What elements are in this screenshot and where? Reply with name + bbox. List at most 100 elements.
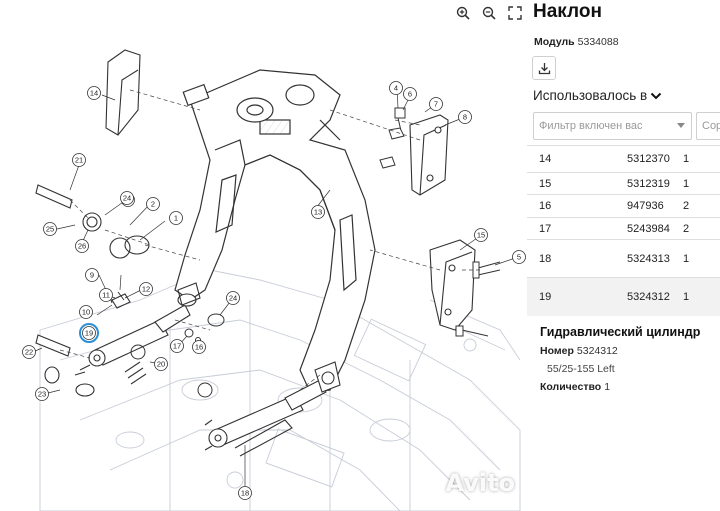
callout-circle — [192, 340, 206, 354]
parts-table: 14 5312370 1 15 5312319 1 16 947936 2 17… — [527, 145, 720, 316]
diagram-toolbar — [453, 2, 525, 24]
row-quantity: 1 — [677, 277, 720, 316]
callout-21[interactable]: 21 — [72, 153, 86, 167]
callout-circle — [139, 282, 153, 296]
callout-label: 17 — [173, 342, 181, 351]
callout-circle — [389, 81, 403, 95]
callout-circle — [120, 191, 134, 205]
page-title: Наклон — [533, 1, 602, 22]
sort-placeholder: Сор — [702, 120, 720, 132]
callout-23[interactable]: 23 — [35, 387, 49, 401]
part-qty-label: Количество — [540, 381, 602, 393]
callout-label: 21 — [75, 156, 83, 165]
callout-label: 14 — [90, 89, 98, 98]
callout-circle — [169, 211, 183, 225]
callout-25[interactable]: 25 — [43, 222, 57, 236]
callout-label: 15 — [477, 231, 485, 240]
part-number-value: 5324312 — [576, 345, 618, 357]
parts-diagram[interactable]: 1234567891011121314151617181920212223242… — [0, 0, 527, 511]
exploded-view-drawing: 1234567891011121314151617181920212223242… — [22, 49, 526, 511]
callout-circle — [474, 228, 488, 242]
side-plates — [105, 49, 476, 331]
callout-22[interactable]: 22 — [22, 345, 36, 359]
callout-11[interactable]: 11 — [99, 288, 113, 302]
callout-circle — [43, 222, 57, 236]
callout-8[interactable]: 8 — [458, 110, 472, 124]
table-row[interactable]: 15 5312319 1 — [527, 172, 720, 195]
callout-12[interactable]: 12 — [139, 282, 153, 296]
part-description: 55/25-155 Left — [547, 363, 615, 375]
callout-7[interactable]: 7 — [429, 97, 443, 111]
callout-label: 6 — [408, 90, 412, 99]
fullscreen-button[interactable] — [505, 3, 525, 23]
callout-label: 9 — [90, 271, 94, 280]
part-detail-title: Гидравлический цилиндр — [540, 325, 701, 339]
row-position: 15 — [527, 172, 627, 195]
callout-16[interactable]: 16 — [192, 340, 206, 354]
callout-6[interactable]: 6 — [403, 87, 417, 101]
assembly-leader-lines — [59, 89, 480, 391]
callout-label: 7 — [434, 100, 438, 109]
table-row[interactable]: 17 5243984 2 — [527, 217, 720, 240]
callout-circle — [87, 86, 101, 100]
row-position: 18 — [527, 239, 627, 278]
hardware-bolts — [107, 107, 501, 398]
callout-15[interactable]: 15 — [474, 228, 488, 242]
callout-26[interactable]: 26 — [75, 239, 89, 253]
callout-4[interactable]: 4 — [389, 81, 403, 95]
callout-circle — [403, 87, 417, 101]
row-quantity: 1 — [677, 145, 720, 173]
callout-9[interactable]: 9 — [85, 268, 99, 282]
callout-20[interactable]: 20 — [154, 357, 168, 371]
filter-placeholder: Фильтр включен вас — [539, 120, 643, 132]
filter-select[interactable]: Фильтр включен вас — [533, 112, 692, 140]
table-row[interactable]: 18 5324313 1 — [527, 239, 720, 278]
callout-circle — [22, 345, 36, 359]
callout-label: 23 — [38, 390, 46, 399]
callout-label: 12 — [142, 285, 150, 294]
zoom-out-button[interactable] — [479, 3, 499, 23]
row-part-number: 947936 — [627, 194, 677, 218]
tilt-arm-part-13 — [174, 69, 376, 393]
callout-label: 4 — [394, 84, 398, 93]
zoom-in-button[interactable] — [453, 3, 473, 23]
callout-label: 1 — [174, 214, 178, 223]
callout-label: 2 — [151, 200, 155, 209]
callout-10[interactable]: 10 — [79, 305, 93, 319]
callout-circle — [99, 288, 113, 302]
row-part-number: 5324313 — [627, 239, 677, 278]
callout-5[interactable]: 5 — [512, 250, 526, 264]
zoom-in-icon — [456, 6, 470, 20]
callout-label: 19 — [85, 329, 93, 338]
avito-logo-icon — [417, 473, 439, 493]
callout-24[interactable]: 24 — [226, 291, 240, 305]
table-row-selected[interactable]: 19 5324312 1 — [527, 277, 720, 316]
row-part-number: 5312319 — [627, 172, 677, 195]
callout-circle — [35, 387, 49, 401]
callout-1[interactable]: 1 — [169, 211, 183, 225]
used-in-toggle[interactable]: Использовалось в — [533, 88, 662, 103]
table-row[interactable]: 16 947936 2 — [527, 194, 720, 218]
callout-14[interactable]: 14 — [87, 86, 101, 100]
callout-19[interactable]: 19 — [79, 323, 99, 343]
callout-label: 24 — [123, 194, 131, 203]
sort-select[interactable]: Сор — [696, 112, 720, 140]
table-row[interactable]: 14 5312370 1 — [527, 145, 720, 173]
callout-17[interactable]: 17 — [170, 339, 184, 353]
avito-watermark: Avito — [415, 469, 515, 497]
row-quantity: 2 — [677, 217, 720, 240]
row-part-number: 5312370 — [627, 145, 677, 173]
download-button[interactable] — [532, 56, 556, 80]
module-label: Модуль — [534, 36, 575, 48]
callout-13[interactable]: 13 — [311, 205, 325, 219]
callout-2[interactable]: 2 — [146, 197, 160, 211]
callout-18[interactable]: 18 — [238, 486, 252, 500]
callout-24[interactable]: 24 — [120, 191, 134, 205]
row-position: 17 — [527, 217, 627, 240]
callout-label: 22 — [25, 348, 33, 357]
filter-row: Фильтр включен вас Сор — [533, 112, 720, 140]
